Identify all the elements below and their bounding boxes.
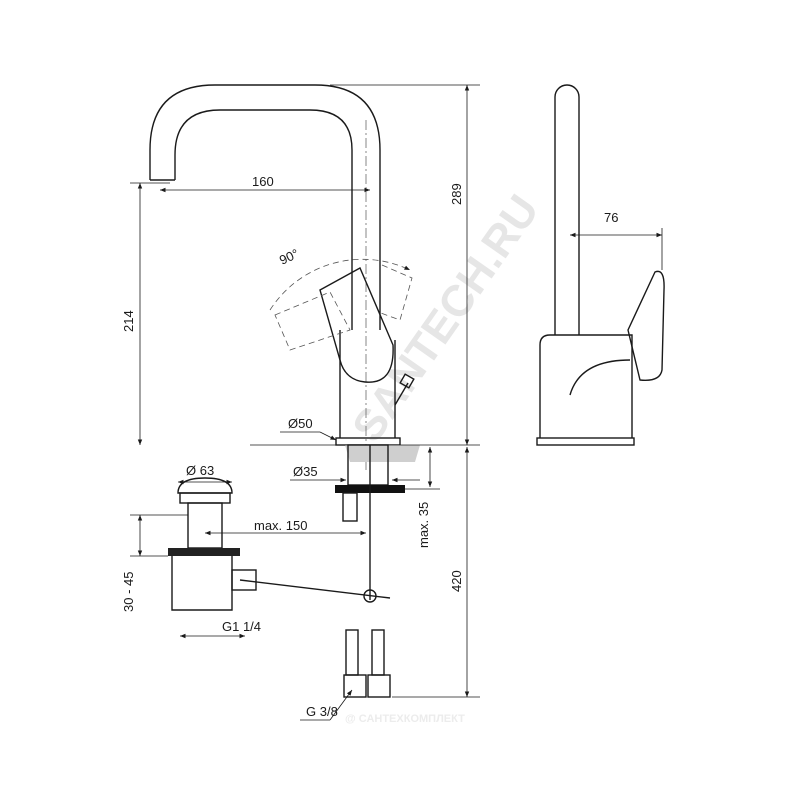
handle-depth-label: 76 <box>604 210 618 225</box>
rod-length-label: max. 150 <box>254 518 307 533</box>
deck-section <box>345 445 420 462</box>
faucet-side-view <box>536 84 665 446</box>
watermark: SANTECH.RU <box>343 186 549 450</box>
mount-diameter-label: Ø35 <box>293 464 318 479</box>
base-diameter-label: Ø50 <box>288 416 313 431</box>
pop-up-drain <box>168 477 257 611</box>
total-height-label: 289 <box>449 183 464 205</box>
drain-height-label: 30 - 45 <box>121 572 136 612</box>
watermark-footer: @ САНТЕХКОМПЛЕКТ <box>345 713 465 725</box>
handle-angle-label: 90° <box>277 246 301 268</box>
hose-length-label: 420 <box>449 570 464 592</box>
spout-height-label: 214 <box>121 310 136 332</box>
max-deck-label: max. 35 <box>416 502 431 548</box>
spout-reach-label: 160 <box>252 174 274 189</box>
drain-diameter-label: Ø 63 <box>186 463 214 478</box>
drain-thread-label: G1 1/4 <box>222 619 261 634</box>
mounting-and-hoses <box>239 444 405 698</box>
faucet-spout <box>149 84 381 470</box>
hose-connection-label: G 3/8 <box>306 704 338 719</box>
